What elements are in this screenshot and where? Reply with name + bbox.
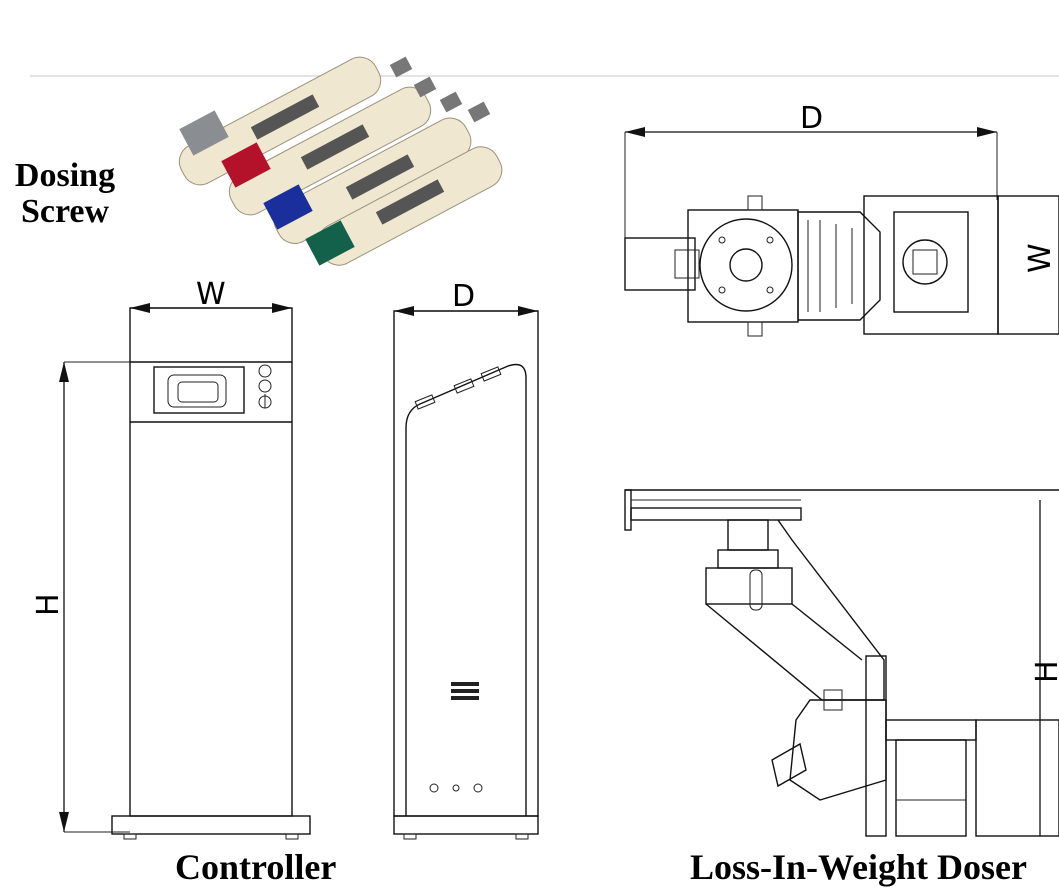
controller-base [111,815,311,835]
dosing-screw-label: Dosing Screw [6,158,124,230]
doser-depth-label: D [800,101,823,136]
screw-red-cap [221,142,271,188]
screw-green [305,101,503,266]
controller-label: Controller [175,847,337,887]
doser-width-label: W [1023,243,1058,273]
controller-side-view: D [393,279,539,840]
dosing-screw-label-line2: Screw [20,193,110,230]
controller-height-label: H [31,593,66,616]
controller-depth-label: D [452,279,475,314]
dosing-screws-illustration [178,56,503,266]
controller-display [153,366,245,414]
controller-width-label: W [196,277,226,312]
dosing-screw-label-line1: Dosing [14,157,116,194]
screw-green-cap [305,220,355,266]
doser-height-label: H [1030,660,1059,683]
doser-label: Loss-In-Weight Doser [690,847,1028,887]
doser-top-view: D W [624,101,1059,337]
screw-gray-cap [179,110,229,156]
controller-front-view: W H [31,277,311,840]
screw-blue [263,91,472,244]
screw-gray [178,56,413,186]
controller-button [258,379,272,393]
controller-button [258,364,272,378]
screw-blue-cap [263,184,313,230]
doser-side-view: H [624,489,1059,837]
controller-vent [451,682,479,700]
screw-red [221,76,437,216]
